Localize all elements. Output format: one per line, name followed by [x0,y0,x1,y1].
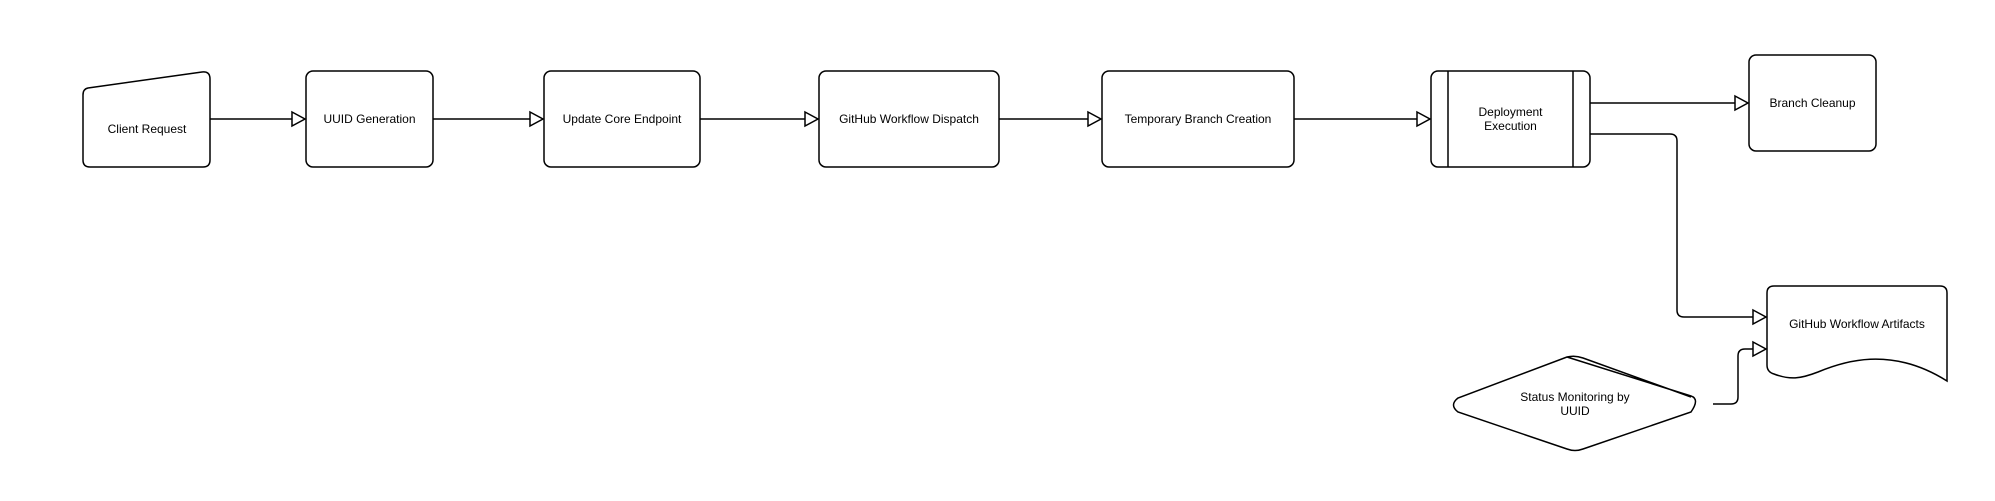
edge-client-to-uuid [210,110,307,128]
node-update-core-endpoint-label: Update Core Endpoint [563,112,682,126]
node-deployment-execution-label-line1: Deployment [1478,105,1543,119]
node-temporary-branch-creation: Temporary Branch Creation [1101,70,1295,168]
edge-status-monitoring-to-artifacts [1713,340,1768,405]
node-deployment-execution-label-line2: Execution [1484,119,1537,133]
node-status-monitoring-label-line1: Status Monitoring by [1520,390,1629,404]
node-github-workflow-artifacts-label: GitHub Workflow Artifacts [1789,317,1925,331]
edge-branch-creation-to-deployment [1294,110,1432,128]
node-client-request-label: Client Request [108,122,187,136]
node-branch-cleanup-label: Branch Cleanup [1769,96,1855,110]
node-status-monitoring: Status Monitoring by UUID [1452,355,1697,452]
node-status-monitoring-label-line2: UUID [1560,404,1590,418]
node-github-workflow-artifacts: GitHub Workflow Artifacts [1766,285,1948,383]
edge-dispatch-to-branch-creation [999,110,1103,128]
node-github-workflow-dispatch-label: GitHub Workflow Dispatch [839,112,979,126]
node-update-core-endpoint: Update Core Endpoint [543,70,701,168]
node-client-request: Client Request [82,71,211,168]
node-uuid-generation: UUID Generation [305,70,434,168]
node-github-workflow-dispatch: GitHub Workflow Dispatch [818,70,1000,168]
edge-uuid-to-update-core [433,110,545,128]
edge-deployment-to-branch-cleanup [1590,94,1750,112]
edge-update-core-to-dispatch [700,110,820,128]
node-uuid-generation-label: UUID Generation [323,112,415,126]
node-temporary-branch-creation-label: Temporary Branch Creation [1125,112,1272,126]
node-deployment-execution: Deployment Execution [1430,70,1591,168]
edge-deployment-to-artifacts [1590,133,1768,326]
node-branch-cleanup: Branch Cleanup [1748,54,1877,152]
